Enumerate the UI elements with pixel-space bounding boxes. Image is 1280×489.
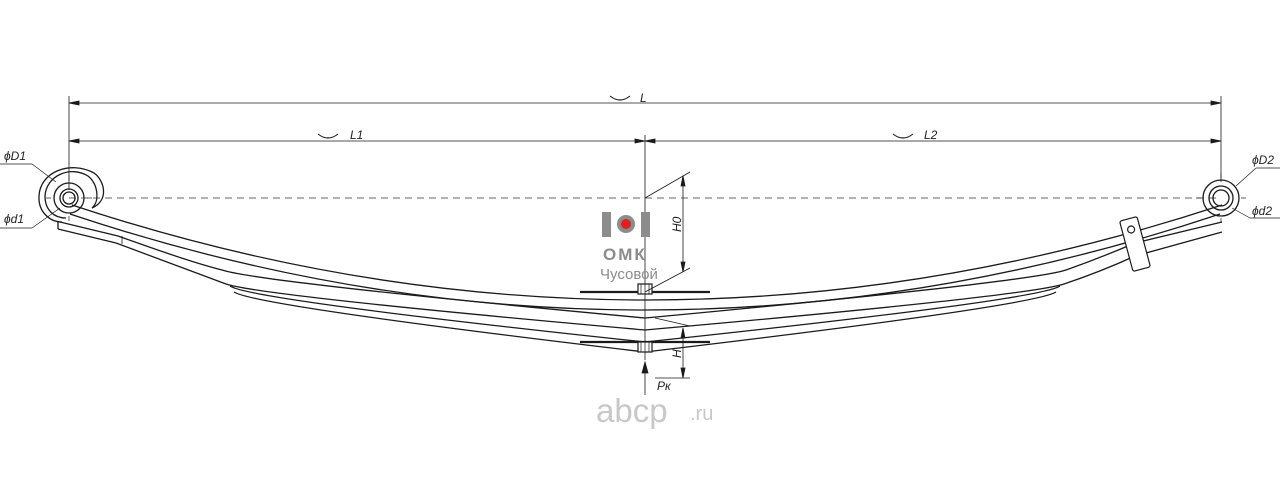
left-eye-leaders [0, 163, 61, 229]
force-pk-label: Pк [657, 379, 672, 393]
dimension-h [654, 317, 691, 379]
rebound-clip [1119, 216, 1151, 272]
left-eye-inner-label: ϕd1 [4, 212, 24, 226]
dimension-l1-label: L1 [350, 128, 363, 142]
right-eye-leaders [1231, 167, 1280, 219]
force-arrow-pk [641, 360, 649, 395]
watermark-name: abcp [596, 392, 668, 429]
dimension-l-label: L [640, 91, 647, 105]
right-eye-outer-label: ϕD2 [1252, 153, 1274, 167]
omk-logo-brand: ОМК [603, 245, 647, 264]
dimension-l2-label: L2 [924, 128, 938, 142]
omk-logo-city: Чусовой [600, 266, 658, 283]
left-eye [38, 167, 105, 223]
dimension-l1-l2 [68, 133, 1222, 360]
dimension-h0 [644, 171, 691, 293]
omk-logo [602, 212, 650, 237]
dimension-h0-label: H0 [670, 216, 684, 232]
dimension-h-label: H [670, 349, 684, 358]
dimension-l [68, 95, 1222, 190]
right-eye-inner-label: ϕd2 [1252, 204, 1272, 218]
left-eye-outer-label: ϕD1 [4, 149, 26, 163]
right-eye [1196, 173, 1246, 223]
watermark-tld: .ru [690, 403, 713, 425]
